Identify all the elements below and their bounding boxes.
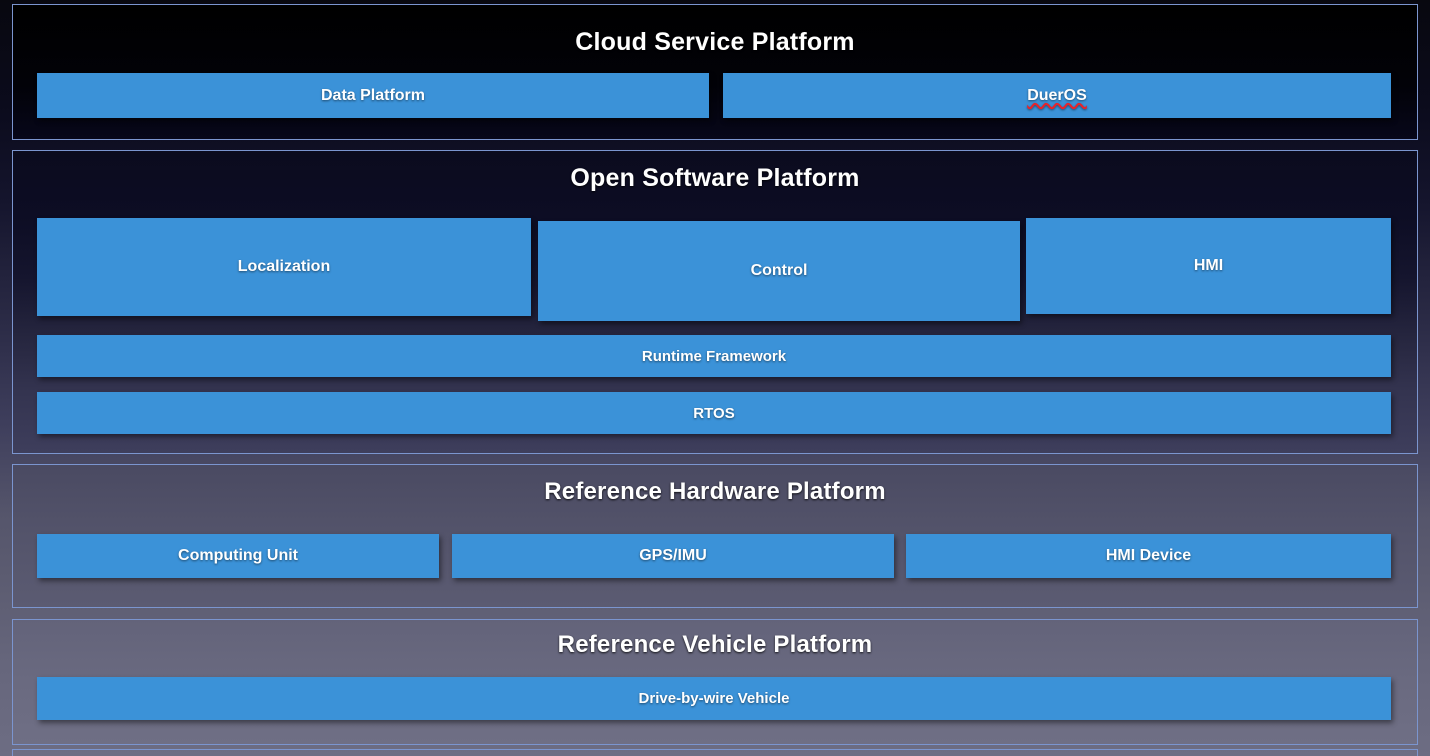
panel-reference-hardware-platform: Reference Hardware Platform Computing Un… [12, 464, 1418, 608]
panel-title-open-software-platform: Open Software Platform [570, 164, 860, 192]
box-gps-imu[interactable]: GPS/IMU [452, 534, 894, 578]
panel-reference-vehicle-platform: Reference Vehicle Platform Drive-by-wire… [12, 619, 1418, 745]
box-dueros[interactable]: DuerOS [723, 73, 1391, 118]
box-computing-unit[interactable]: Computing Unit [37, 534, 439, 578]
box-drive-by-wire-vehicle[interactable]: Drive-by-wire Vehicle [37, 677, 1391, 720]
box-label-hmi: HMI [1193, 257, 1224, 274]
box-data-platform[interactable]: Data Platform [37, 73, 709, 118]
box-runtime-framework[interactable]: Runtime Framework [37, 335, 1391, 377]
panel-partial-below-fold [12, 749, 1418, 756]
box-label-control: Control [750, 262, 808, 279]
box-label-data-platform: Data Platform [320, 86, 426, 104]
box-hmi-device[interactable]: HMI Device [906, 534, 1391, 578]
box-label-hmi-device: HMI Device [1105, 547, 1192, 564]
panel-cloud-service-platform: Cloud Service Platform Data Platform Due… [12, 4, 1418, 140]
box-label-computing-unit: Computing Unit [178, 547, 298, 564]
panel-title-cloud-service-platform: Cloud Service Platform [575, 28, 855, 56]
panel-open-software-platform: Open Software Platform Localization Cont… [12, 150, 1418, 454]
box-label-dueros: DuerOS [1027, 86, 1087, 104]
box-localization[interactable]: Localization [37, 218, 531, 316]
panel-title-reference-vehicle-platform: Reference Vehicle Platform [557, 631, 873, 658]
box-label-localization: Localization [237, 258, 331, 275]
box-label-gps-imu: GPS/IMU [639, 547, 707, 564]
box-label-runtime-framework: Runtime Framework [641, 347, 787, 365]
box-label-rtos: RTOS [693, 404, 735, 422]
box-rtos[interactable]: RTOS [37, 392, 1391, 434]
box-label-drive-by-wire-vehicle: Drive-by-wire Vehicle [638, 690, 790, 707]
panel-title-reference-hardware-platform: Reference Hardware Platform [544, 478, 886, 505]
box-hmi[interactable]: HMI [1026, 218, 1391, 314]
box-control[interactable]: Control [538, 221, 1020, 321]
